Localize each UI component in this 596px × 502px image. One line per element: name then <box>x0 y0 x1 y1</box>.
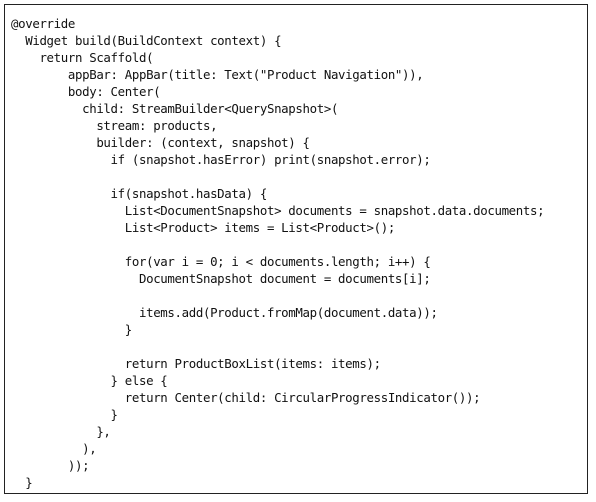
code-line: return ProductBoxList(items: items); <box>11 356 381 371</box>
code-line: List<Product> items = List<Product>(); <box>11 220 396 235</box>
code-line: }, <box>11 424 111 439</box>
code-line: body: Center( <box>11 84 161 99</box>
code-line: } else { <box>11 373 168 388</box>
code-line: } <box>11 475 33 490</box>
code-line <box>11 168 544 185</box>
code-line <box>11 338 544 355</box>
code-line: for(var i = 0; i < documents.length; i++… <box>11 254 431 269</box>
code-line: items.add(Product.fromMap(document.data)… <box>11 305 438 320</box>
code-line: builder: (context, snapshot) { <box>11 135 310 150</box>
code-line: appBar: AppBar(title: Text("Product Navi… <box>11 67 424 82</box>
code-line <box>11 287 544 304</box>
code-line: if(snapshot.hasData) { <box>11 186 268 201</box>
code-line: Widget build(BuildContext context) { <box>11 33 282 48</box>
code-line: )); <box>11 458 90 473</box>
code-listing-frame: @override Widget build(BuildContext cont… <box>4 4 588 494</box>
code-listing: @override Widget build(BuildContext cont… <box>11 15 545 491</box>
code-line: } <box>11 322 132 337</box>
code-line: return Scaffold( <box>11 50 154 65</box>
code-line: child: StreamBuilder<QuerySnapshot>( <box>11 101 339 116</box>
code-line: DocumentSnapshot document = documents[i]… <box>11 271 431 286</box>
code-line: ), <box>11 441 97 456</box>
code-line: List<DocumentSnapshot> documents = snaps… <box>11 203 545 218</box>
code-line: @override <box>11 16 75 31</box>
code-line: stream: products, <box>11 118 218 133</box>
code-line: return Center(child: CircularProgressInd… <box>11 390 481 405</box>
code-line: if (snapshot.hasError) print(snapshot.er… <box>11 152 431 167</box>
code-line: } <box>11 407 118 422</box>
code-line <box>11 236 544 253</box>
